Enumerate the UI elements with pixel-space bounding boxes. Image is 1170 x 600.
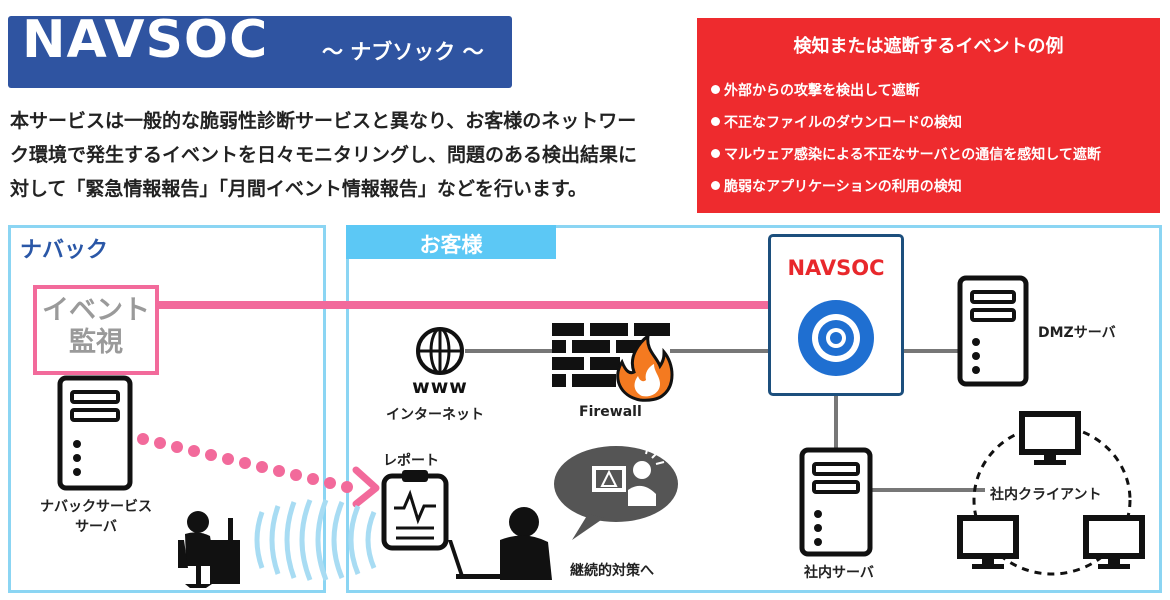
internet-www-label: www bbox=[412, 376, 468, 398]
client-monitor-icon bbox=[957, 515, 1019, 569]
internal-server-icon bbox=[799, 447, 873, 557]
report-clipboard-icon bbox=[381, 470, 449, 551]
report-dotted-arrow bbox=[137, 433, 353, 493]
navback-panel bbox=[8, 225, 326, 593]
firewall-icon bbox=[552, 323, 674, 402]
description-line: 本サービスは一般的な脆弱性診断サービスと異なり、お客様のネットワー bbox=[10, 110, 637, 132]
internal-clients-label: 社内クライアント bbox=[988, 484, 1104, 504]
customer-panel-tab bbox=[346, 225, 556, 259]
continuous-measures-label: 継続的対策へ bbox=[570, 563, 654, 579]
page-title: NAVSOC bbox=[22, 10, 269, 70]
customer-panel-title: お客様 bbox=[419, 233, 483, 257]
customer-panel bbox=[346, 225, 1162, 593]
event-examples-box: 検知または遮断するイベントの例 外部からの攻撃を検出して遮断 不正なファイルのダ… bbox=[697, 18, 1160, 213]
event-example-item: 脆弱なアプリケーションの利用の検知 bbox=[711, 176, 962, 196]
internet-globe-icon bbox=[416, 327, 464, 375]
navback-server-icon bbox=[57, 375, 133, 491]
monitoring-line bbox=[159, 301, 770, 309]
event-examples-title: 検知または遮断するイベントの例 bbox=[793, 36, 1064, 57]
bullet-icon bbox=[711, 181, 720, 190]
event-example-item: マルウェア感染による不正なサーバとの通信を感知して遮断 bbox=[711, 144, 1101, 164]
page-subtitle: ～ ナブソック ～ bbox=[322, 40, 484, 64]
title-banner bbox=[8, 16, 512, 88]
continuous-measures-bubble-icon bbox=[554, 445, 678, 540]
event-example-item: 不正なファイルのダウンロードの検知 bbox=[711, 112, 962, 132]
description-line: 対して「緊急情報報告」「月間イベント情報報告」などを行います。 bbox=[10, 178, 588, 200]
report-label: レポート bbox=[383, 453, 439, 469]
signal-waves-icon bbox=[254, 499, 377, 581]
navsoc-label: NAVSOC bbox=[787, 256, 885, 280]
event-example-item: 外部からの攻撃を検出して遮断 bbox=[711, 80, 920, 100]
internal-server-label: 社内サーバ bbox=[804, 565, 874, 581]
client-monitor-icon bbox=[1019, 411, 1081, 465]
operator-icon bbox=[178, 511, 240, 588]
arrow-head-icon bbox=[352, 466, 380, 508]
analyst-icon bbox=[448, 507, 552, 580]
bullet-icon bbox=[711, 85, 720, 94]
network-links bbox=[465, 349, 985, 492]
dmz-server-icon bbox=[957, 275, 1029, 387]
event-monitor-box bbox=[33, 285, 159, 375]
firewall-label: Firewall bbox=[579, 404, 642, 420]
bullet-icon bbox=[711, 117, 720, 126]
service-description: 本サービスは一般的な脆弱性診断サービスと異なり、お客様のネットワー ク環境で発生… bbox=[10, 104, 680, 206]
navback-server-label: ナバックサービス サーバ bbox=[40, 499, 152, 535]
client-monitor-icon bbox=[1083, 515, 1145, 569]
navback-panel-title: ナバック bbox=[20, 238, 109, 263]
internet-label: インターネット bbox=[386, 407, 484, 423]
description-line: ク環境で発生するイベントを日々モニタリングし、問題のある検出結果に bbox=[10, 144, 638, 166]
bullet-icon bbox=[711, 149, 720, 158]
event-monitor-label: イベント 監視 bbox=[42, 295, 150, 358]
dmz-server-label: DMZサーバ bbox=[1038, 325, 1116, 341]
